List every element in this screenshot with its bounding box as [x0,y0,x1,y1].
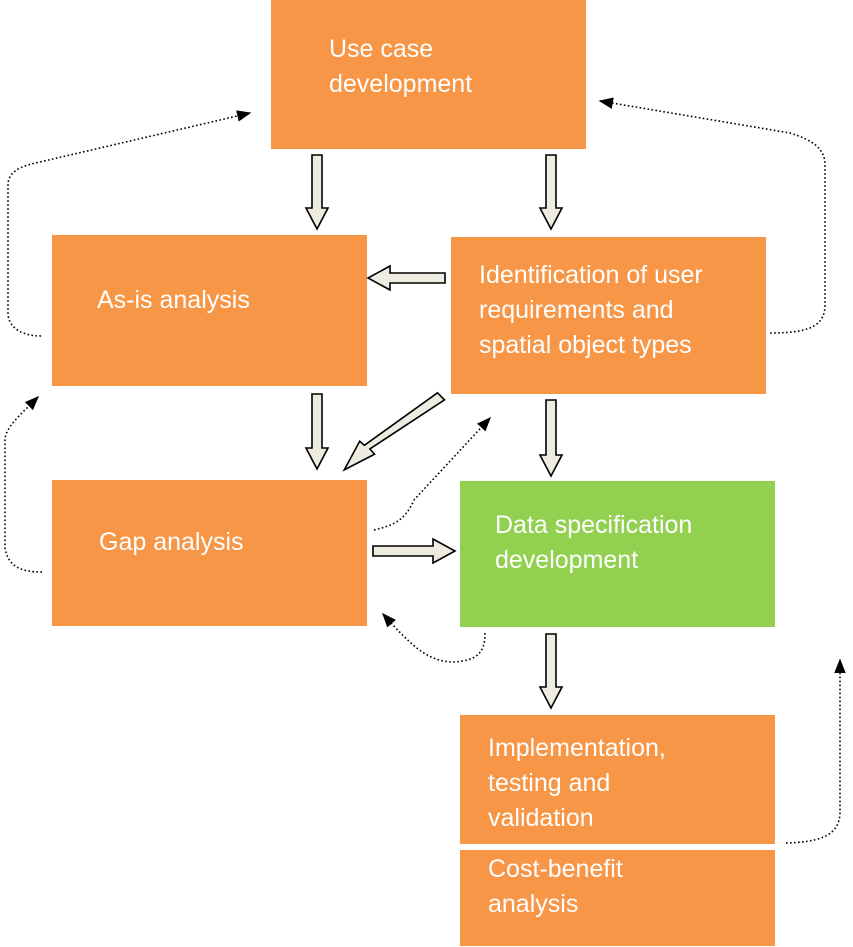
feedback-identification-to-usecase [598,97,826,334]
feedback-dataspec-to-gap [382,612,486,663]
feedback-asis-to-usecase [7,110,252,337]
as-is-analysis-label: As-is analysis [97,286,250,314]
cost-benefit-label: Cost-benefit analysis [488,855,623,918]
arrow-asis-to-gap [304,393,330,471]
arrow-dataspec-to-implementation [538,633,564,710]
arrow-identification-to-dataspec [538,399,564,478]
implementation-label: Implementation, testing and validation [488,734,666,832]
arrow-usecase-to-asis [304,154,330,231]
data-specification-box: Data specification development [460,481,775,627]
as-is-analysis-box: As-is analysis [52,235,367,386]
block-arrows [304,154,564,710]
feedback-gap-to-identification [373,416,491,531]
arrow-identification-to-gap [342,391,446,472]
identification-label: Identification of user requirements and … [479,261,703,359]
data-specification-label: Data specification development [495,511,693,574]
cost-benefit-box: Cost-benefit analysis [460,850,775,946]
feedback-gap-to-asis [4,395,43,573]
arrow-gap-to-dataspec [372,537,457,565]
feedback-implementation-to-top [785,658,846,844]
arrow-usecase-to-identification [538,154,564,231]
arrow-identification-to-asis [366,264,446,292]
use-case-development-label: Use case development [329,35,473,98]
implementation-box: Implementation, testing and validation [460,715,775,844]
feedback-arrows [4,97,846,844]
gap-analysis-box: Gap analysis [52,480,367,626]
gap-analysis-label: Gap analysis [99,528,244,556]
identification-box: Identification of user requirements and … [451,237,766,394]
use-case-development-box: Use case development [271,0,586,149]
